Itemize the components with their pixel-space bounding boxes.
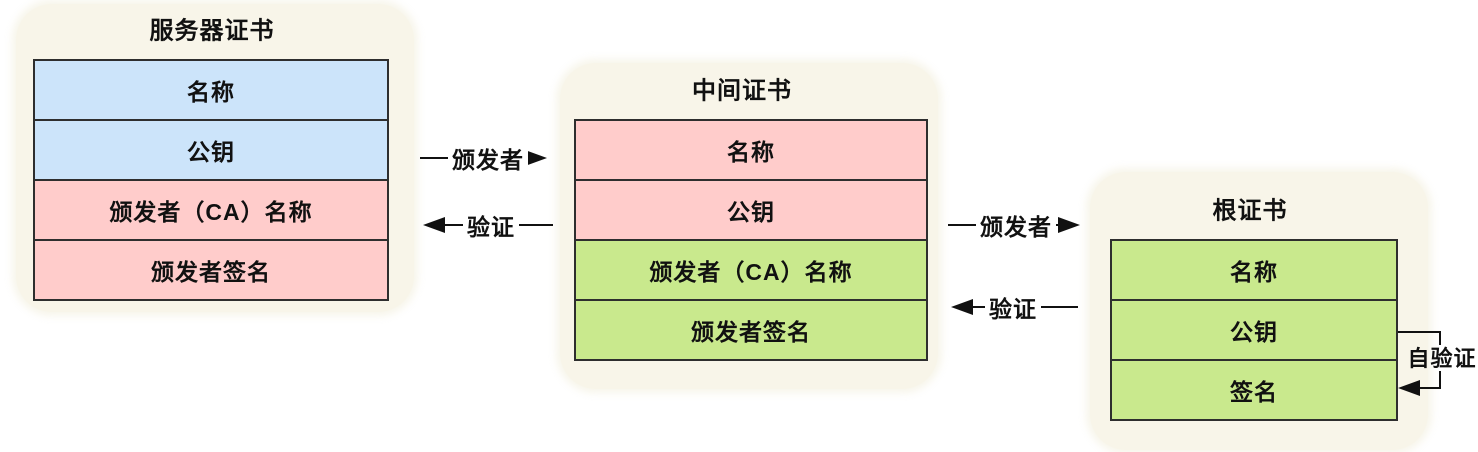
server-cert-row-public-key: 公钥 (35, 119, 387, 179)
server-certificate-table: 名称 公钥 颁发者（CA）名称 颁发者签名 (33, 59, 389, 301)
intermediate-cert-row-issuer-ca-name: 颁发者（CA）名称 (576, 239, 926, 299)
intermediate-cert-row-public-key: 公钥 (576, 179, 926, 239)
verify-arrow-2-label: 验证 (985, 290, 1041, 324)
arrowhead-left-icon (423, 217, 445, 233)
intermediate-certificate-table: 名称 公钥 颁发者（CA）名称 颁发者签名 (574, 119, 928, 361)
self-verify-vertical-line (1439, 371, 1441, 389)
self-verify-bottom-line (1416, 387, 1441, 389)
intermediate-cert-row-name: 名称 (576, 121, 926, 179)
root-certificate-table: 名称 公钥 签名 (1110, 239, 1398, 421)
intermediate-cert-row-issuer-signature: 颁发者签名 (576, 299, 926, 359)
root-certificate-title: 根证书 (1212, 197, 1288, 225)
server-cert-row-issuer-signature: 颁发者签名 (35, 239, 387, 299)
arrowhead-left-icon (1398, 380, 1420, 396)
self-verify-label: 自验证 (1407, 346, 1477, 371)
arrowhead-left-icon (951, 299, 973, 315)
root-cert-row-name: 名称 (1112, 241, 1396, 299)
intermediate-certificate-title: 中间证书 (692, 77, 792, 105)
self-verify-top-line (1398, 331, 1441, 333)
arrowhead-right-icon (1058, 217, 1080, 233)
server-certificate-title: 服务器证书 (149, 17, 275, 45)
server-cert-row-issuer-ca-name: 颁发者（CA）名称 (35, 179, 387, 239)
root-cert-row-signature: 签名 (1112, 359, 1396, 419)
root-cert-row-public-key: 公钥 (1112, 299, 1396, 359)
issuer-arrow-1-label: 颁发者 (448, 141, 528, 175)
issuer-arrow-2-label: 颁发者 (976, 208, 1056, 242)
arrowhead-right-icon (525, 150, 547, 166)
verify-arrow-1-label: 验证 (463, 208, 519, 242)
server-cert-row-name: 名称 (35, 61, 387, 119)
self-verify-vertical-line (1439, 331, 1441, 345)
